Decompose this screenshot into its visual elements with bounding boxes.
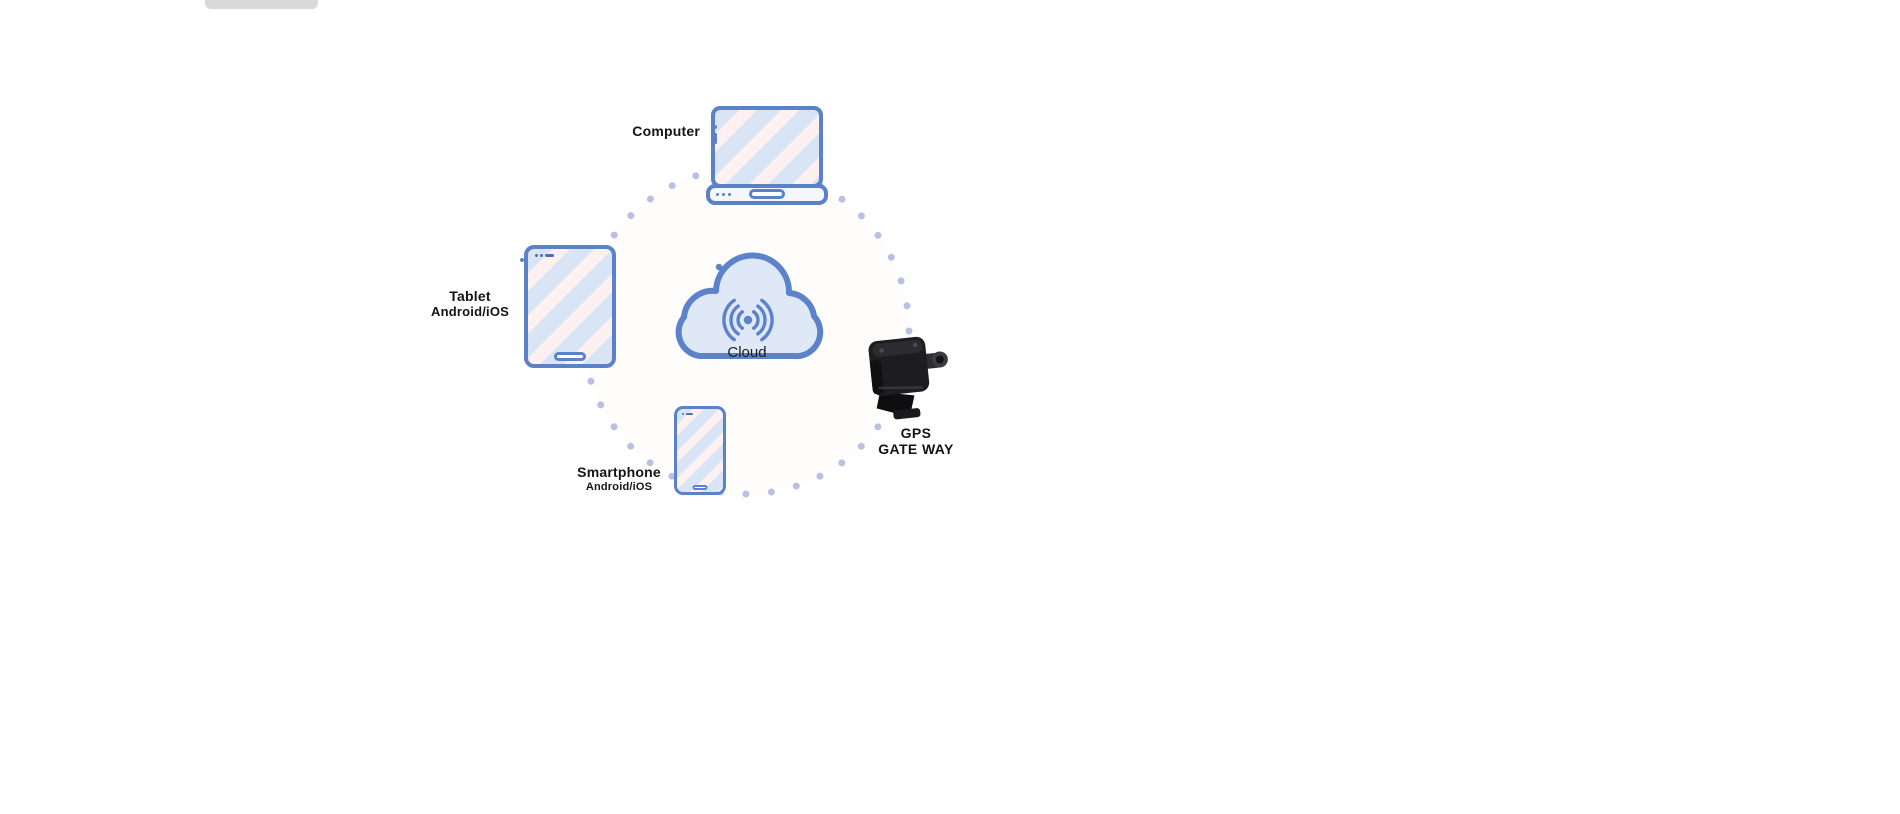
laptop-trackpad-icon (749, 189, 785, 199)
smartphone-label-text: Smartphone (577, 464, 661, 480)
cloud-icon (675, 252, 824, 360)
tablet-icon (520, 245, 616, 368)
smartphone-sublabel-text: Android/iOS (585, 480, 653, 493)
gps-gateway-device-image (868, 336, 948, 420)
tablet-label: Tablet Android/iOS (418, 288, 522, 319)
laptop-base-dots-icon (716, 193, 731, 196)
smartphone-camera-icon (682, 413, 693, 415)
laptop-hinge-dash-icon (714, 133, 717, 144)
smartphone-icon (674, 406, 726, 495)
gps-gateway-label: GPS GATE WAY (864, 425, 968, 457)
computer-label-text: Computer (632, 123, 700, 139)
smartphone-home-button-icon (692, 485, 708, 490)
laptop-screen-icon (711, 106, 823, 188)
gps-gateway-label-text: GPS (900, 425, 932, 441)
tablet-sublabel-text: Android/iOS (430, 303, 510, 319)
wifi-signal-icon (722, 298, 774, 342)
tablet-camera-icon (535, 254, 554, 257)
laptop-icon (706, 106, 828, 207)
tablet-power-nub-icon (520, 258, 524, 262)
laptop-hinge-dot-icon (713, 125, 717, 129)
cloud-sparkle-dot-icon (715, 263, 723, 271)
tablet-home-button-icon (554, 352, 586, 361)
laptop-base-icon (706, 184, 828, 205)
computer-label: Computer (556, 123, 700, 140)
top-edge-artifact (205, 0, 318, 9)
cloud-label: Cloud (727, 344, 767, 361)
smartphone-label: Smartphone Android/iOS (567, 464, 671, 493)
tablet-label-text: Tablet (449, 288, 491, 304)
gps-gateway-sublabel-text: GATE WAY (878, 440, 954, 457)
